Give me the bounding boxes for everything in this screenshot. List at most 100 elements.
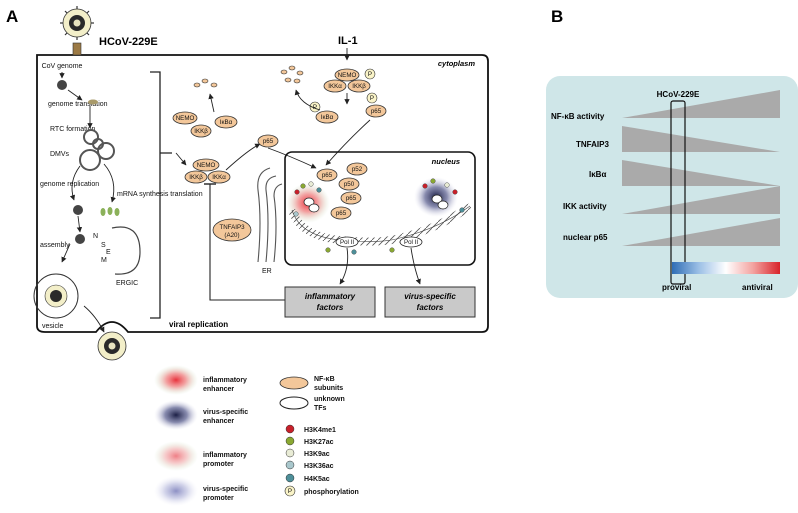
viral-replication-brace [150,71,172,319]
legend-swatch-nfkb [279,376,309,390]
nuclear-nfkb: p65 p52 p50 p65 p65 [316,162,368,220]
ikk-alpha-label: IKKα [212,174,226,181]
legend-item-4-line1: virus-specific [203,486,248,493]
assembly-genome-icon [75,234,85,244]
legend-swatch-inflammatory-enhancer [154,365,198,395]
ikba-phospho-label: P [313,104,317,111]
enhancer-bound-factors [303,194,449,213]
wedge-ikba [622,160,780,186]
bar-label-antiviral: antiviral [742,283,773,292]
ikk-nemo-label: NEMO [197,162,216,169]
arrows-replication [59,72,116,263]
p65-phospho-label: P [370,95,374,102]
virus-specific-factors-label-2: factors [417,303,444,312]
legend-swatch-virus-promoter [154,476,198,506]
polyprotein-icon [88,99,98,105]
legend-swatch-h3k4me1 [285,424,295,434]
legend: inflammatory enhancer virus-specific enh… [154,365,359,506]
legend-h4k5ac: H4K5ac [304,476,330,483]
virus-particle-release [97,331,127,361]
protein-e: E [106,249,111,256]
nuclear-p65-label-2: p65 [346,195,357,202]
hcov-column-box [670,100,686,285]
step-assembly: assembly [40,242,70,249]
cytoplasm-label: cytoplasm [438,59,475,68]
row-nfkb-activity: NF-κB activity [551,112,605,121]
protein-s: S [101,242,106,249]
step-cov-genome: CoV genome [42,63,83,70]
wedges [622,90,780,246]
il1-phospho-label: P [368,71,372,78]
arrows-il1 [267,89,371,169]
wedge-tnfaip3 [622,126,780,152]
ikk-complex-il1: NEMO IKKα IKKβ P [323,68,376,93]
nuclear-p50-label: p50 [344,181,355,188]
wedge-nuclear-p65 [622,218,780,246]
inflammatory-factors-label-1: inflammatory [305,292,356,301]
il1-ikka-label: IKKα [328,83,342,90]
row-ikba: IκBα [589,170,606,179]
legend-swatch-h3k27ac [285,436,295,446]
virus-name-label: HCoV-229E [99,36,158,48]
proviral-antiviral-bar [672,262,780,274]
viral-replication-label: viral replication [169,320,228,329]
step-genome-replication: genome replication [40,181,99,188]
legend-swatch-h3k9ac [285,448,295,458]
legend-swatch-inflammatory-promoter [154,441,198,471]
legend-swatch-h3k36ac [285,460,295,470]
chromatin-backbone [291,205,471,242]
ikkb-free-label: IKKβ [194,128,208,135]
legend-swatch-unknown-tfs [279,396,309,410]
tnfaip3 [212,218,252,242]
wedge-nfkb-activity [622,90,780,118]
nucleus [284,151,476,266]
legend-item-3-line2: promoter [203,461,234,468]
nucleocapsid-icons [100,207,120,216]
ergic-membrane [111,226,141,275]
histone-marks [293,178,465,255]
legend-swatch-virus-enhancer [154,400,198,430]
bar-label-proviral: proviral [662,283,691,292]
legend-unknown-line1: unknown [314,396,345,403]
row-ikk-activity: IKK activity [563,202,607,211]
legend-h3k27ac: H3K27ac [304,439,334,446]
ikk-complex-virus: NEMO IKKβ IKKα [184,158,231,184]
legend-item-2-line2: enhancer [203,418,234,425]
row-nuclear-p65: nuclear p65 [563,233,608,242]
ikba-degradation [280,65,304,84]
panel-b-label: B [551,7,563,26]
receptor-icon [72,42,82,56]
dmv-icon [79,142,115,171]
wedge-ikk-activity [622,186,780,214]
legend-unknown-line2: TFs [314,405,327,412]
arrows-output [339,247,421,285]
il1-ikkb-label: IKKβ [352,83,366,90]
ikba-p65-complex: P IκBα P p65 [309,92,387,124]
p65-il1-label: p65 [371,108,382,115]
ikba-free-label: IκBα [220,119,233,126]
panel-b-column-title: HCoV-229E [657,90,700,99]
pol2-virus: Pol II [399,236,423,248]
ikba-il1-label: IκBα [321,114,334,121]
inflammatory-factors-label-2: factors [317,303,344,312]
release-arrow [83,305,105,333]
tnfaip3-sub-label: (A20) [224,232,239,239]
legend-item-1-line2: enhancer [203,386,234,393]
legend-h3k9ac: H3K9ac [304,451,330,458]
legend-item-2-line1: virus-specific [203,409,248,416]
legend-h3k36ac: H3K36ac [304,463,334,470]
cell-membrane [36,54,489,333]
inflammatory-factors-box [284,286,376,318]
endoplasmic-reticulum [257,167,283,263]
nuclear-p65-label-3: p65 [336,210,347,217]
er-label: ER [262,268,272,275]
virus-to-ikk-arrow [175,152,187,166]
legend-item-3-line1: inflammatory [203,452,247,459]
virus-specific-factors-label-1: virus-specific [404,292,456,301]
ikk-to-p65-arrow [225,143,261,171]
vesicle-label: vesicle [42,323,64,330]
ikk-degradation-virus: NEMO IKKβ IκBα [172,78,238,138]
step-genome-translation: genome translation [48,101,108,108]
